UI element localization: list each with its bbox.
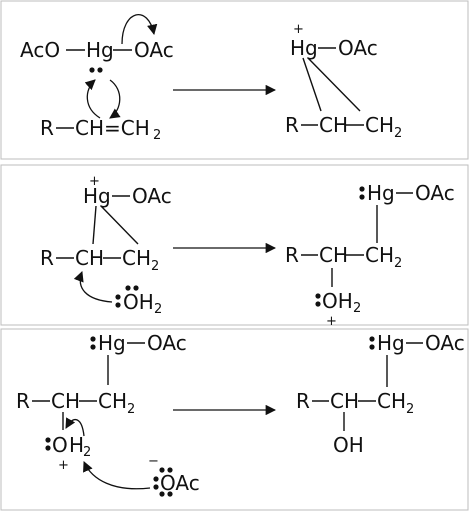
subscript-2: 2 bbox=[406, 402, 414, 417]
lone-pair-dot bbox=[97, 67, 103, 73]
r-label: R bbox=[40, 116, 54, 140]
lone-pair-dot bbox=[167, 491, 173, 497]
ch-label: CH bbox=[51, 389, 80, 413]
h-label: H bbox=[69, 433, 84, 457]
lone-pair-dot bbox=[359, 186, 365, 192]
bond-hg-ch2 bbox=[307, 57, 361, 112]
subscript-2: 2 bbox=[153, 128, 161, 143]
lone-pair-dot bbox=[89, 67, 95, 73]
lone-pair-dot bbox=[159, 491, 165, 497]
lone-pair-dot bbox=[315, 301, 321, 307]
curved-arrow-acetate-deprotonation bbox=[83, 461, 151, 490]
lone-pair-dot bbox=[115, 294, 121, 300]
minus-charge: − bbox=[148, 454, 159, 469]
ch-label: CH bbox=[330, 389, 359, 413]
oac-label: OAc bbox=[147, 331, 187, 355]
subscript-2: 2 bbox=[353, 301, 361, 316]
panel-3-frame bbox=[0, 328, 469, 511]
panel-2-frame bbox=[0, 164, 469, 326]
curved-arrow-hg-to-alkene bbox=[109, 79, 121, 119]
oh-label: OH bbox=[123, 290, 154, 314]
ch2-label: CH bbox=[122, 246, 151, 270]
lone-pair-dot bbox=[115, 302, 121, 308]
subscript-2: 2 bbox=[394, 126, 402, 141]
hg-label: Hg bbox=[290, 36, 318, 60]
ch-label: CH bbox=[319, 243, 348, 267]
hg-label: Hg bbox=[98, 331, 126, 355]
ch2-label: CH bbox=[365, 113, 394, 137]
ch2-label: CH bbox=[98, 389, 127, 413]
subscript-2: 2 bbox=[83, 445, 91, 460]
lone-pair-dot bbox=[153, 484, 159, 490]
curved-arrow-bond-to-oac bbox=[121, 14, 158, 45]
oac-label: OAc bbox=[338, 36, 378, 60]
bond-hg-ch bbox=[302, 57, 322, 112]
r-label: R bbox=[16, 389, 30, 413]
hg-label: Hg bbox=[367, 181, 395, 205]
hg-label: Hg bbox=[377, 331, 405, 355]
r-label: R bbox=[296, 389, 310, 413]
plus-charge: + bbox=[58, 458, 69, 473]
hg-label: Hg bbox=[83, 184, 111, 208]
ch2-label: CH bbox=[365, 243, 394, 267]
oac-label: OAc bbox=[160, 471, 200, 495]
oac-label: OAc bbox=[415, 181, 455, 205]
lone-pair-dot bbox=[159, 467, 165, 473]
lone-pair-dot bbox=[359, 194, 365, 200]
subscript-2: 2 bbox=[154, 302, 162, 317]
curved-arrow-oh-bond bbox=[65, 417, 85, 437]
lone-pair-dot bbox=[133, 285, 139, 291]
panel-1-frame bbox=[0, 0, 469, 160]
lone-pair-dot bbox=[90, 344, 96, 350]
ch-label: CH bbox=[319, 113, 348, 137]
aco-label: AcO bbox=[20, 38, 60, 62]
oac-label: OAc bbox=[132, 184, 172, 208]
ch2-label: CH bbox=[377, 389, 406, 413]
lone-pair-dot bbox=[45, 445, 51, 451]
r-label: R bbox=[285, 113, 299, 137]
subscript-2: 2 bbox=[394, 256, 402, 271]
curved-arrow-pi-to-hg bbox=[84, 79, 101, 119]
bond-hg-ch bbox=[92, 205, 97, 245]
bond-hg-ch2 bbox=[100, 205, 139, 245]
oac-label: OAc bbox=[425, 331, 465, 355]
o-label: O bbox=[52, 433, 68, 457]
r-label: R bbox=[285, 243, 299, 267]
eq-ch2-label: =CH bbox=[104, 116, 150, 140]
lone-pair-dot bbox=[369, 344, 375, 350]
lone-pair-dot bbox=[153, 476, 159, 482]
plus-charge: + bbox=[293, 22, 304, 37]
lone-pair-dot bbox=[125, 285, 131, 291]
r-label: R bbox=[40, 246, 54, 270]
plus-charge: + bbox=[89, 174, 100, 189]
ch-label: CH bbox=[75, 116, 104, 140]
hg-label: Hg bbox=[86, 38, 114, 62]
lone-pair-dot bbox=[45, 437, 51, 443]
oac-label: OAc bbox=[134, 38, 174, 62]
lone-pair-dot bbox=[90, 336, 96, 342]
lone-pair-dot bbox=[167, 467, 173, 473]
subscript-2: 2 bbox=[127, 402, 135, 417]
plus-charge: + bbox=[326, 314, 337, 329]
oh-label: OH bbox=[322, 289, 353, 313]
oh-label: OH bbox=[333, 433, 364, 457]
lone-pair-dot bbox=[369, 336, 375, 342]
lone-pair-dot bbox=[315, 293, 321, 299]
ch-label: CH bbox=[75, 246, 104, 270]
subscript-2: 2 bbox=[151, 259, 159, 274]
curved-arrow-water-attack bbox=[73, 271, 113, 303]
